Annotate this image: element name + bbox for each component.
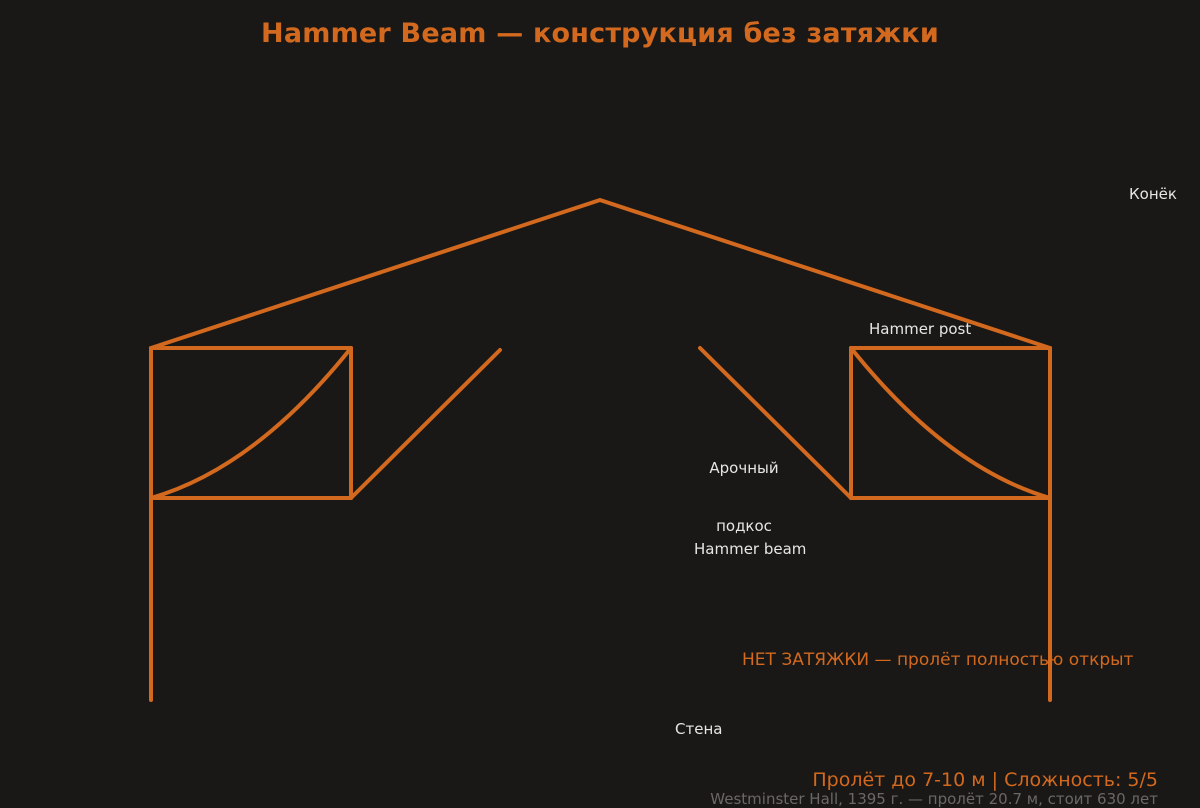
label-arch-brace: Арочный подкос (646, 421, 842, 575)
strut-left (349, 348, 502, 500)
rafter-pair (149, 198, 1052, 350)
label-wall: Стена (675, 720, 723, 738)
arch-brace-right (849, 346, 1052, 500)
label-hammer-beam: Hammer beam (694, 540, 807, 558)
callout-no-tie-beam: НЕТ ЗАТЯЖКИ — пролёт полностью открыт (742, 650, 1134, 670)
footer-reference: Westminster Hall, 1395 г. — пролёт 20.7 … (710, 790, 1158, 808)
page-title: Hammer Beam — конструкция без затяжки (261, 18, 939, 49)
footer-span-difficulty: Пролёт до 7-10 м | Сложность: 5/5 (812, 769, 1158, 791)
strut-right (698, 346, 853, 500)
arch-brace-left (149, 346, 353, 500)
label-arch-brace-line1: Арочный (709, 459, 779, 478)
label-arch-brace-line2: подкос (716, 516, 772, 535)
label-hammer-post: Hammer post (869, 320, 972, 338)
label-ridge: Конёк (1129, 185, 1177, 203)
